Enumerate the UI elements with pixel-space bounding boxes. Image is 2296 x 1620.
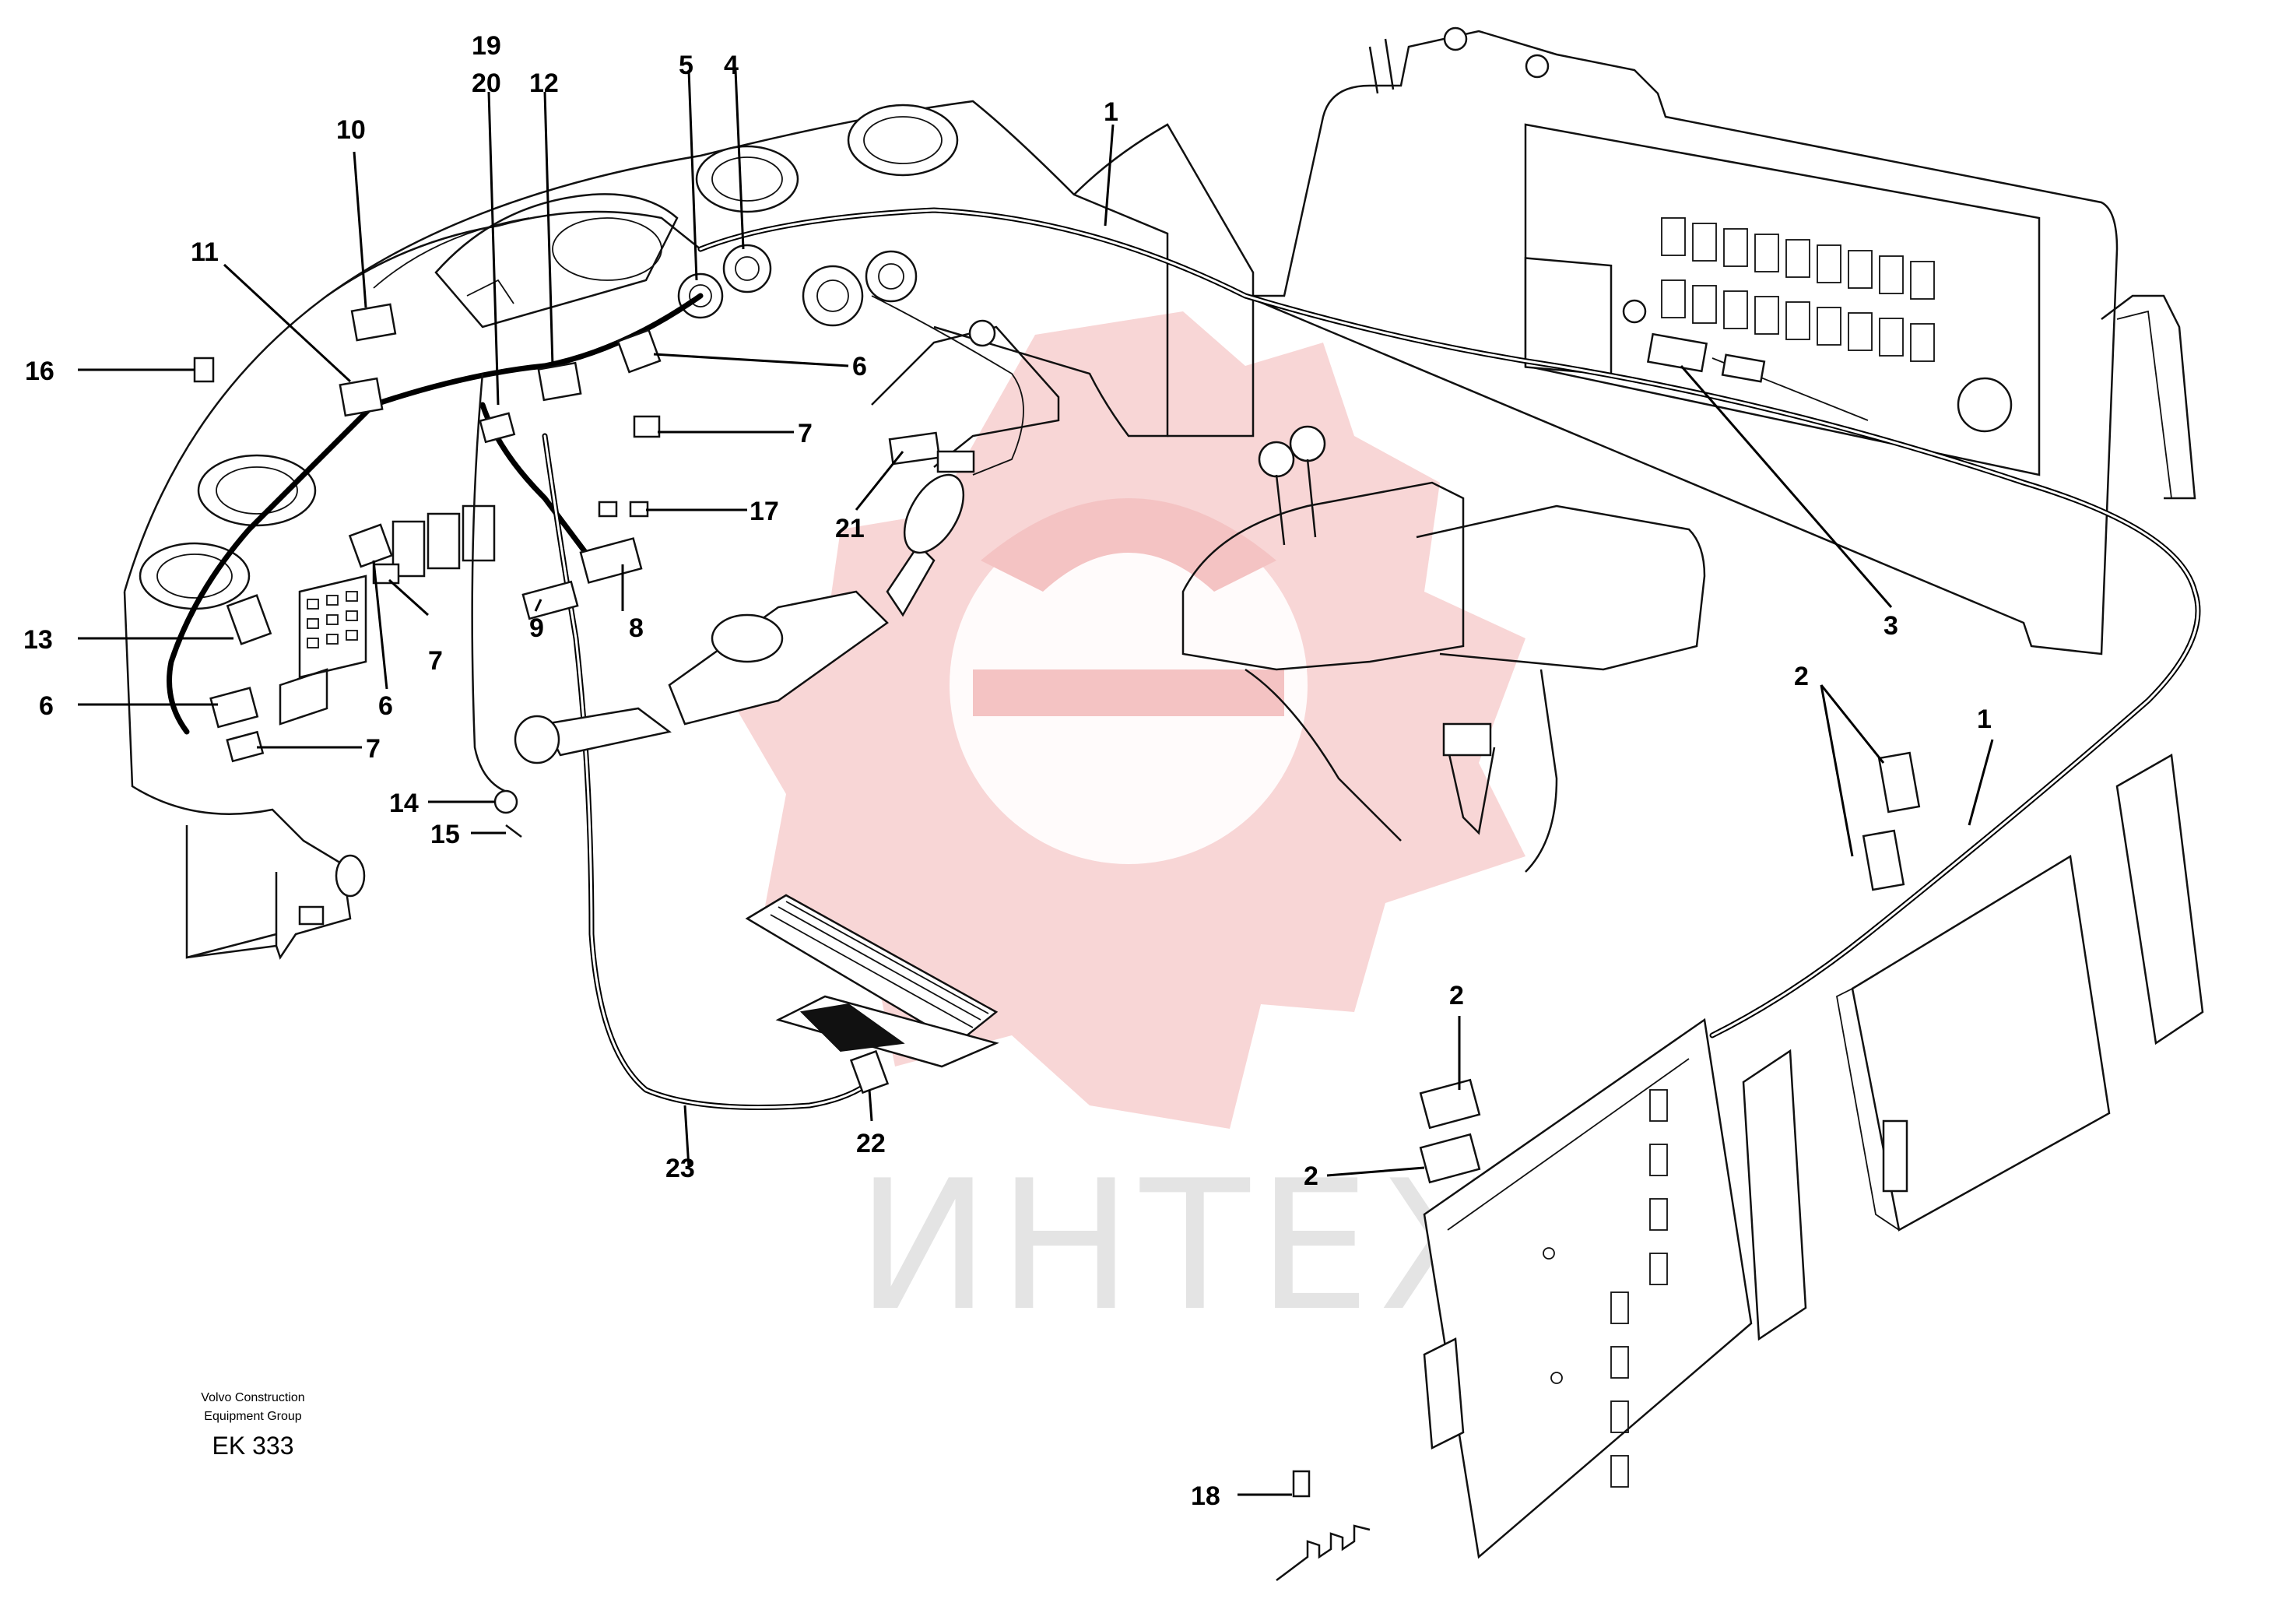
callout-1-top: 1 (1104, 97, 1118, 127)
connector-17b (629, 501, 649, 518)
callout-6-left: 6 (39, 691, 54, 721)
control-units (1423, 753, 2204, 1559)
connector-7-left (226, 730, 265, 763)
connector-6-left (209, 687, 259, 729)
leader-lines (78, 69, 1994, 1496)
callout-13: 13 (23, 625, 53, 655)
connector-2a (1877, 751, 1921, 814)
connector-16 (193, 357, 215, 383)
connector-2c (1419, 1078, 1481, 1130)
connector-21b (936, 450, 975, 473)
callout-23: 23 (665, 1154, 695, 1183)
callout-2-mid: 2 (1449, 981, 1464, 1010)
connector-6-right (616, 329, 662, 374)
connector-3a (1646, 332, 1708, 373)
connector-6-mid (348, 523, 393, 568)
callout-2-upper: 2 (1794, 662, 1809, 691)
bulb-14 (493, 789, 518, 814)
callout-14: 14 (389, 789, 419, 818)
callout-11: 11 (191, 237, 219, 267)
callout-19: 19 (472, 31, 501, 61)
callout-22: 22 (856, 1129, 886, 1158)
watermark: ИНТЕХ (732, 311, 1525, 1351)
control-panel (1245, 26, 2196, 655)
connector-7-right (633, 415, 661, 438)
callout-7-right: 7 (798, 419, 813, 448)
connector-2b (1862, 829, 1905, 891)
connector-19-20 (479, 412, 516, 444)
joystick-armrest (1181, 425, 1706, 873)
callout-3: 3 (1883, 611, 1898, 641)
callout-2-lower: 2 (1304, 1161, 1318, 1191)
connector-21a (888, 431, 941, 466)
callout-16: 16 (25, 357, 54, 386)
pin-15 (505, 824, 522, 838)
callout-4: 4 (724, 51, 739, 80)
connector-3b (1721, 353, 1766, 383)
publisher-line-2: Equipment Group (204, 1410, 302, 1423)
connector-11 (339, 377, 384, 417)
callout-12: 12 (529, 69, 559, 98)
connector-8 (579, 537, 643, 584)
connector-17a (598, 501, 618, 518)
callout-8: 8 (629, 613, 644, 643)
callout-10: 10 (336, 115, 366, 145)
steering-stalk (514, 473, 965, 764)
connectors (193, 303, 1921, 1498)
connector-22 (849, 1049, 890, 1095)
callout-7-left: 7 (366, 734, 381, 764)
panel-switch-grid (1661, 217, 1935, 362)
callout-6-mid: 6 (378, 691, 393, 721)
callout-18: 18 (1191, 1481, 1220, 1511)
terminal-strip (1276, 1524, 1371, 1581)
callout-17: 17 (750, 497, 779, 526)
callout-21: 21 (835, 514, 865, 543)
callout-20: 20 (472, 69, 501, 98)
connector-10 (350, 303, 397, 342)
callout-6-right: 6 (852, 352, 867, 381)
connector-7-mid (372, 563, 400, 585)
callout-7-mid: 7 (428, 646, 443, 676)
callout-1-right: 1 (1977, 705, 1992, 734)
callouts: 19 20 12 10 11 16 5 4 1 6 7 17 21 8 9 13… (23, 31, 1992, 1511)
callout-9: 9 (529, 613, 544, 643)
connector-2d (1419, 1133, 1481, 1184)
callout-15: 15 (430, 820, 460, 849)
footer: Volvo Construction Equipment Group EK 33… (201, 1391, 304, 1460)
callout-5: 5 (679, 51, 693, 80)
publisher-line-1: Volvo Construction (201, 1391, 304, 1404)
connector-12 (537, 361, 582, 402)
figure-code: EK 333 (212, 1432, 294, 1460)
connector-18 (1292, 1470, 1311, 1498)
accelerator-pedal (745, 894, 999, 1095)
watermark-text: ИНТЕХ (856, 1143, 1508, 1351)
connector-13 (226, 594, 272, 645)
